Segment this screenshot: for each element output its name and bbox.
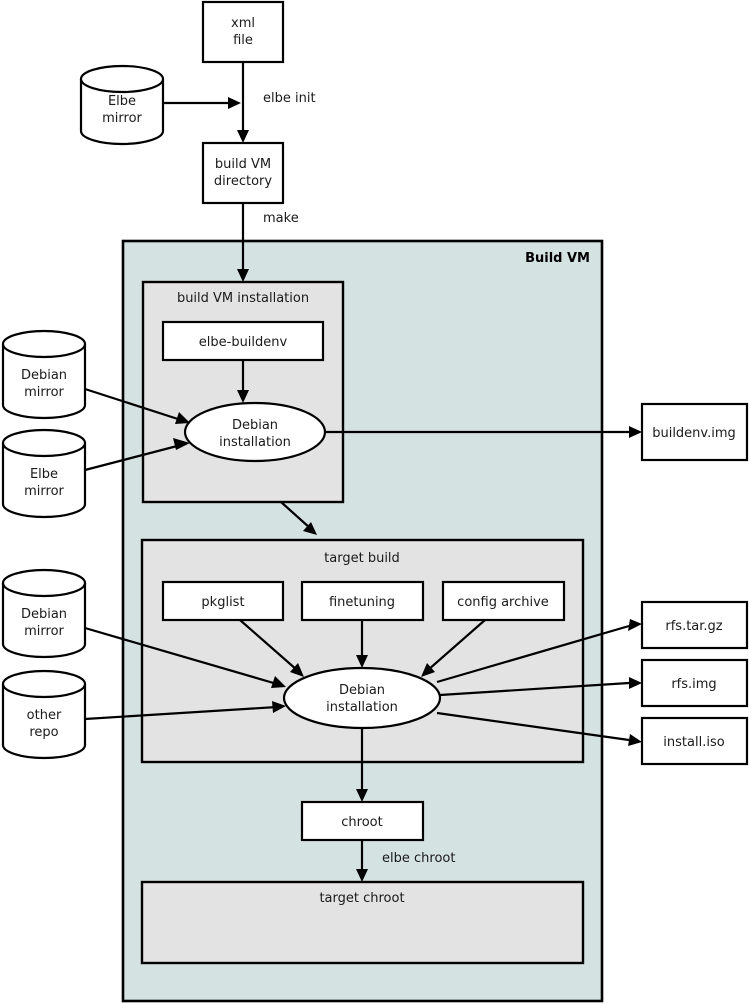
edge-elbemirrorlower-to-debianinstall-buildvm-arrowhead [173,438,190,450]
cylinder-debian-mirror-upper-line2: mirror [24,385,64,400]
edge-chroot-to-targetchroot-arrowhead [356,869,368,882]
edge-elbebuildenv-to-debianinstall-arrowhead [237,390,249,403]
node-rfs-targz[interactable] [640,600,749,650]
cylinder-other-repo-line1: other [27,708,62,723]
cylinder-debian-mirror-upper-line1: Debian [21,368,67,383]
edge-debianmirrortarget-to-debianinstall-target [84,626,278,686]
edge-debianinstall-to-rfsimg-arrowhead [629,677,642,689]
cylinder-elbe-mirror-lower-line2: mirror [24,484,64,499]
edge-otherrepo-to-debianinstall-target [84,705,278,721]
cylinder-debian-mirror-target-body [1,583,87,659]
node-finetuning-label: finetuning [329,595,395,610]
node-xml-file[interactable] [201,0,285,64]
node-xml-file-label-line1: xml [231,16,255,31]
edge-buildvmdir-to-installation-arrowhead [237,269,249,282]
node-install-iso[interactable] [640,716,749,766]
edge-debianinstall-to-chroot-arrowhead [356,789,368,802]
cylinder-elbe-mirror-lower-cap [1,428,87,458]
edge-configarchive-to-debianinstall-target-arrowhead [421,663,435,677]
build-vm-title: Build VM [525,251,590,266]
node-debian-installation-buildvm-line2: installation [219,435,291,450]
cylinder-elbe-mirror-lower-body [1,443,87,519]
node-config-archive-label: config archive [457,595,549,610]
edge-debianmirror-to-debianinstall-buildvm [84,387,182,422]
cylinder-other-repo[interactable]: other repo [1,669,87,760]
edge-elbemirrorlower-to-debianinstall-buildvm [84,443,182,472]
edge-elbemirror-to-init-arrowhead [228,97,241,109]
node-xml-file-label-line2: file [233,33,253,48]
node-finetuning[interactable] [300,580,425,622]
edge-debianmirrortarget-to-debianinstall-target-arrowhead [271,676,286,688]
edge-label-elbe-chroot: elbe chroot [382,851,455,866]
cylinder-elbe-mirror-lower-line1: Elbe [30,467,58,482]
node-pkglist-label: pkglist [201,595,244,610]
group-target-chroot-label: target chroot [319,891,404,906]
node-buildenv-img-label: buildenv.img [652,426,736,441]
node-rfs-img-label: rfs.img [671,677,716,692]
node-rfs-img[interactable] [640,658,749,708]
cylinder-other-repo-line2: repo [29,725,58,740]
node-debian-installation-target-line2: installation [326,700,398,715]
cylinder-debian-mirror-target-line2: mirror [24,624,64,639]
edge-debianinstall-to-rfstargz [436,624,630,684]
cylinder-debian-mirror-upper[interactable]: Debian mirror [1,329,87,420]
cylinder-debian-mirror-upper-body [1,344,87,420]
group-target-chroot [140,880,585,965]
cylinder-elbe-mirror-top-line2: mirror [102,111,142,126]
node-buildenv-img[interactable] [640,402,749,462]
cylinder-debian-mirror-target[interactable]: Debian mirror [1,568,87,659]
edge-xmlfile-to-buildvmdir-arrowhead [237,130,249,143]
node-build-vm-directory-label-line2: directory [214,174,272,189]
node-elbe-buildenv-label: elbe-buildenv [199,335,288,350]
cylinder-other-repo-body [1,684,87,760]
node-install-iso-label: install.iso [663,735,724,750]
edge-pkglist-to-debianinstall-target-arrowhead [290,663,304,677]
cylinder-debian-mirror-target-cap [1,568,87,598]
cylinder-elbe-mirror-top-body [79,79,165,146]
cylinder-elbe-mirror-top[interactable]: Elbe mirror [79,64,165,146]
edge-buildvminstall-to-targetbuild-arrowhead [303,522,317,535]
node-debian-installation-buildvm-line1: Debian [232,418,278,433]
edge-configarchive-to-debianinstall-target [427,619,486,671]
group-target-build-label: target build [324,551,400,566]
node-debian-installation-target[interactable] [282,666,442,730]
edge-debianinstall-to-installiso [436,711,630,742]
cylinder-elbe-mirror-top-line1: Elbe [108,94,136,109]
cylinder-elbe-mirror-lower[interactable]: Elbe mirror [1,428,87,519]
node-debian-installation-target-line1: Debian [339,683,385,698]
edge-label-elbe-init: elbe init [263,91,316,106]
node-build-vm-directory[interactable] [201,141,285,205]
node-config-archive[interactable] [441,580,566,622]
node-build-vm-directory-label-line1: build VM [215,157,271,172]
group-build-vm-installation-label: build VM installation [177,291,309,306]
edge-buildvminstall-to-targetbuild [280,501,311,529]
edge-pkglist-to-debianinstall-target [239,619,298,671]
node-chroot[interactable] [300,800,425,842]
edge-debianinstall-to-rfstargz-arrowhead [628,619,642,631]
edge-label-make: make [263,211,299,226]
edge-debianmirror-to-debianinstall-buildvm-arrowhead [175,412,190,424]
edge-debianinstall-to-rfsimg [439,681,630,697]
edge-finetuning-to-debianinstall-target-arrowhead [356,655,368,668]
cylinder-elbe-mirror-top-cap [79,64,165,94]
node-chroot-label: chroot [341,815,382,830]
cylinder-debian-mirror-target-line1: Debian [21,607,67,622]
cylinder-other-repo-cap [1,669,87,699]
cylinder-debian-mirror-upper-cap [1,329,87,359]
edge-debianinstall-to-buildenvimg-arrowhead [629,426,642,438]
node-pkglist[interactable] [161,580,285,622]
edge-otherrepo-to-debianinstall-target-arrowhead [272,701,286,713]
edge-debianinstall-to-installiso-arrowhead [628,734,642,746]
node-rfs-targz-label: rfs.tar.gz [665,619,722,634]
